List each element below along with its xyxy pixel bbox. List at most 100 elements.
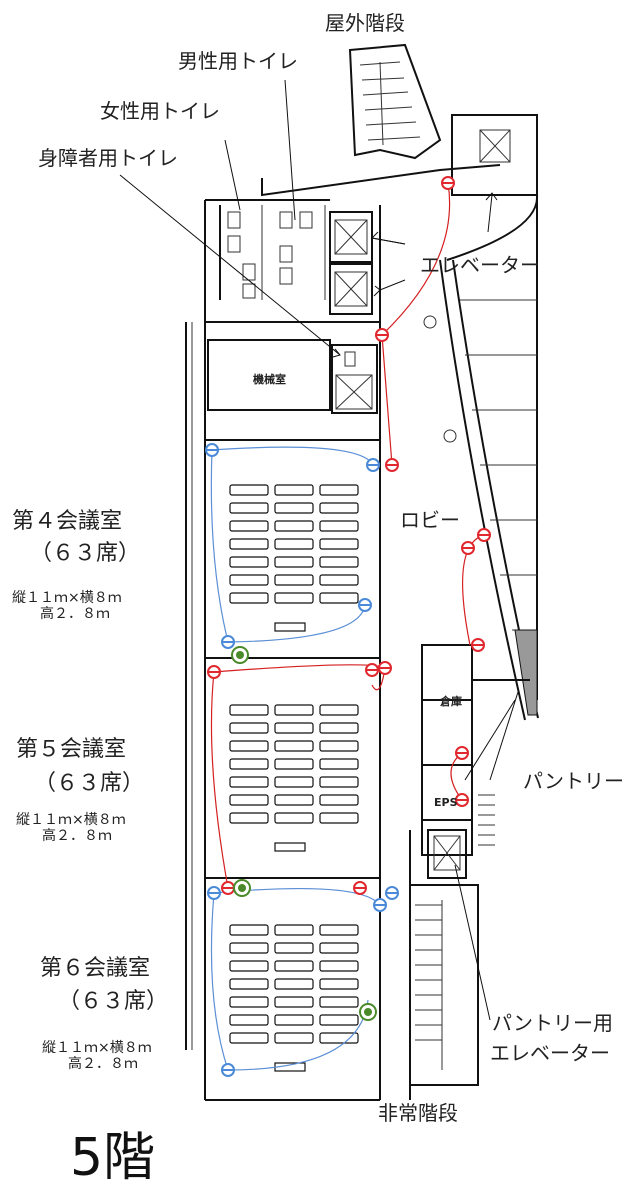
desk xyxy=(319,538,359,550)
desk xyxy=(319,722,359,734)
green-outlet-dot xyxy=(236,651,244,659)
lobby-label: ロビー xyxy=(400,508,460,532)
desk xyxy=(319,704,359,716)
room-4-height: 高２．８ｍ xyxy=(40,605,110,622)
desk xyxy=(229,996,269,1008)
desk xyxy=(319,942,359,954)
desk xyxy=(274,556,314,568)
building-walls xyxy=(185,43,539,1101)
desk xyxy=(319,520,359,532)
desk xyxy=(274,502,314,514)
pantry-label: パントリー xyxy=(523,769,624,793)
desk xyxy=(229,556,269,568)
elevator-label: エレベーター xyxy=(420,253,540,277)
pantry-elevator-label-line2: エレベーター xyxy=(490,1041,610,1065)
column xyxy=(423,315,437,329)
lectern xyxy=(274,842,306,852)
room-4-seats: （６３席） xyxy=(30,541,140,566)
desk xyxy=(229,520,269,532)
desk xyxy=(274,722,314,734)
desk xyxy=(319,574,359,586)
desk xyxy=(229,1014,269,1026)
desk xyxy=(274,942,314,954)
desk xyxy=(319,812,359,824)
desk xyxy=(274,1032,314,1044)
floor-label: 5階 xyxy=(70,1128,155,1188)
green-outlet-dot xyxy=(238,884,246,892)
desk xyxy=(274,924,314,936)
desk xyxy=(229,978,269,990)
desk xyxy=(319,996,359,1008)
blue-wiring xyxy=(210,446,381,1071)
machine-room-label: 機械室 xyxy=(253,372,286,386)
desk xyxy=(319,1032,359,1044)
desk-layout xyxy=(229,484,359,1072)
desk xyxy=(229,574,269,586)
outdoor-staircase xyxy=(348,43,442,160)
desk xyxy=(229,740,269,752)
labels: 屋外階段 男性用トイレ 女性用トイレ 身障者用トイレ エレベーター 機械室 ロビ… xyxy=(12,11,624,1188)
desk xyxy=(319,794,359,806)
desk xyxy=(274,520,314,532)
lectern xyxy=(274,622,306,632)
room-5-name: 第５会議室 xyxy=(16,737,126,762)
desk xyxy=(319,978,359,990)
desk xyxy=(229,502,269,514)
desk xyxy=(274,538,314,550)
desk xyxy=(229,538,269,550)
desk xyxy=(274,758,314,770)
desk xyxy=(274,740,314,752)
desk xyxy=(274,574,314,586)
red-wiring xyxy=(210,182,485,889)
desk xyxy=(274,978,314,990)
outlet-markers xyxy=(205,176,491,1077)
storage-label: 倉庫 xyxy=(439,694,462,708)
desk xyxy=(274,794,314,806)
desk xyxy=(274,484,314,496)
roof-edge xyxy=(261,164,501,197)
room-6-seats: （６３席） xyxy=(58,989,168,1014)
desk xyxy=(319,502,359,514)
desk xyxy=(229,722,269,734)
room-6-height: 高２．８ｍ xyxy=(68,1055,138,1072)
eps-label: EPS xyxy=(434,796,458,809)
pantry-elevator-label-line1: パントリー用 xyxy=(492,1011,613,1035)
emergency-stair-treads xyxy=(415,900,443,1070)
room-6-name: 第６会議室 xyxy=(40,956,150,981)
machine-room xyxy=(207,339,331,411)
desk xyxy=(274,1014,314,1026)
emergency-stairs-label: 非常階段 xyxy=(378,1101,458,1125)
desk xyxy=(229,704,269,716)
room-5-size: 縦１１ｍ×横８ｍ xyxy=(16,812,126,828)
main-elevators xyxy=(329,211,373,315)
desk xyxy=(229,794,269,806)
leader-lines xyxy=(119,79,519,1021)
desk xyxy=(229,484,269,496)
desk xyxy=(319,758,359,770)
room-4-size: 縦１１ｍ×横８ｍ xyxy=(12,590,122,606)
mens-toilet-label: 男性用トイレ xyxy=(178,49,298,73)
desk xyxy=(319,740,359,752)
desk xyxy=(319,1014,359,1026)
curved-facade xyxy=(439,259,526,721)
womens-toilet-label: 女性用トイレ xyxy=(100,99,220,123)
room-6-size: 縦１１ｍ×横８ｍ xyxy=(42,1040,152,1056)
toilet-fixtures xyxy=(227,211,313,299)
desk xyxy=(274,776,314,788)
desk xyxy=(319,592,359,604)
outdoor-stairs-label: 屋外階段 xyxy=(325,11,405,35)
room-4-name: 第４会議室 xyxy=(12,509,122,534)
desk xyxy=(229,812,269,824)
desk xyxy=(274,996,314,1008)
desk xyxy=(319,484,359,496)
desk xyxy=(229,776,269,788)
desk xyxy=(319,776,359,788)
desk xyxy=(319,960,359,972)
column xyxy=(443,429,457,443)
room-5-height: 高２．８ｍ xyxy=(42,827,112,844)
desk xyxy=(229,592,269,604)
desk xyxy=(274,592,314,604)
accessible-toilet-label: 身障者用トイレ xyxy=(38,146,178,170)
